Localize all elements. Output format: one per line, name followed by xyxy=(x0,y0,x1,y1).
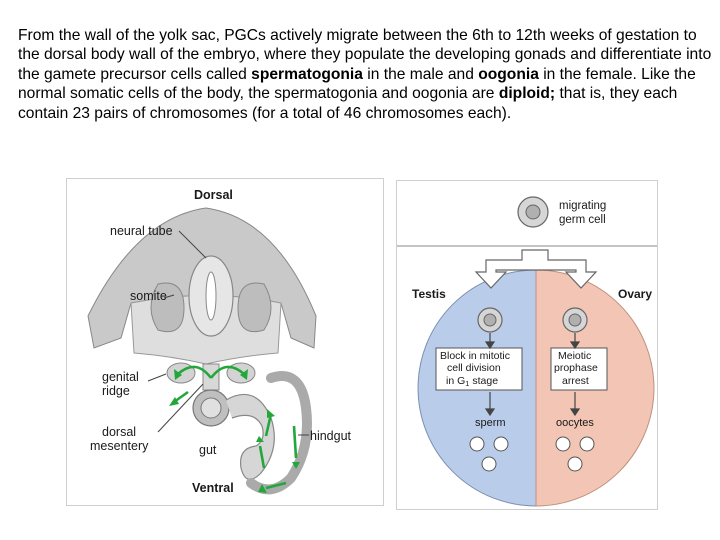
meiotic-label-line2: prophase xyxy=(554,362,598,374)
oocyte-cell xyxy=(555,436,571,452)
genital-ridge-label-line1: genital xyxy=(102,370,139,384)
term-diploid: diploid; xyxy=(498,85,556,103)
oocyte-cell xyxy=(579,436,595,452)
term-spermatogonia: spermatogonia xyxy=(251,65,363,83)
somite-right xyxy=(237,282,272,333)
cell-nucleus xyxy=(568,313,582,327)
gut-label: gut xyxy=(199,443,217,457)
block-mitotic-box xyxy=(435,347,523,391)
cell-nucleus xyxy=(483,313,497,327)
sperm-cell xyxy=(469,436,485,452)
fork-arrow xyxy=(474,249,598,289)
arrowheads xyxy=(169,369,300,493)
dorsal-label: Dorsal xyxy=(194,188,233,202)
intro-paragraph: From the wall of the yolk sac, PGCs acti… xyxy=(18,26,712,123)
embryo-cross-section-figure: Dorsal neural tube somite genital ridge … xyxy=(66,178,384,506)
gut-lumen xyxy=(200,397,222,419)
paragraph-text: From the wall of the yolk sac, PGCs acti… xyxy=(18,27,712,83)
paragraph-text: in the female. Like the normal somatic c… xyxy=(18,65,696,103)
ventral-label: Ventral xyxy=(192,481,234,495)
sperm-cell xyxy=(493,436,509,452)
block-label-line1: Block in mitotic xyxy=(440,350,510,362)
hindgut-tube xyxy=(246,371,312,495)
somite-label: somite xyxy=(130,289,167,303)
sperm-label: sperm xyxy=(475,417,506,429)
paragraph-text: that is, they each contain 23 pairs of c… xyxy=(18,85,678,122)
dorsal-mesentery-label-line2: mesentery xyxy=(90,439,149,453)
block-label-line2: cell division xyxy=(447,362,501,374)
meiotic-arrest-box xyxy=(550,347,608,391)
leader-lines xyxy=(147,230,309,436)
block-label-line3: in G1 stage xyxy=(446,375,498,388)
paragraph-text: in the male and xyxy=(362,65,479,83)
sperm-cell xyxy=(481,456,497,472)
germ-cell-fate-figure: migrating germ cell Testis Ovary Block i… xyxy=(396,180,658,510)
hindgut-label: hindgut xyxy=(310,429,352,443)
migrating-label-line1: migrating xyxy=(559,200,606,212)
small-arrows xyxy=(484,333,581,417)
oocyte-cell xyxy=(567,456,583,472)
neural-canal xyxy=(205,271,217,321)
migrating-label-line2: germ cell xyxy=(559,214,606,226)
oocytes-label: oocytes xyxy=(556,417,594,429)
meiotic-label-line1: Meiotic xyxy=(558,350,591,362)
genital-ridge-label-line2: ridge xyxy=(102,384,130,398)
ovary-label: Ovary xyxy=(618,287,652,301)
testis-label: Testis xyxy=(412,287,446,301)
term-oogonia: oogonia xyxy=(478,65,539,83)
migration-arrows xyxy=(173,365,298,490)
meiotic-label-line3: arrest xyxy=(562,375,589,387)
germ-cell-nucleus xyxy=(525,204,541,220)
somite-left xyxy=(150,282,185,333)
neural-tube-label: neural tube xyxy=(110,224,173,238)
dorsal-mesentery-label-line1: dorsal xyxy=(102,425,136,439)
